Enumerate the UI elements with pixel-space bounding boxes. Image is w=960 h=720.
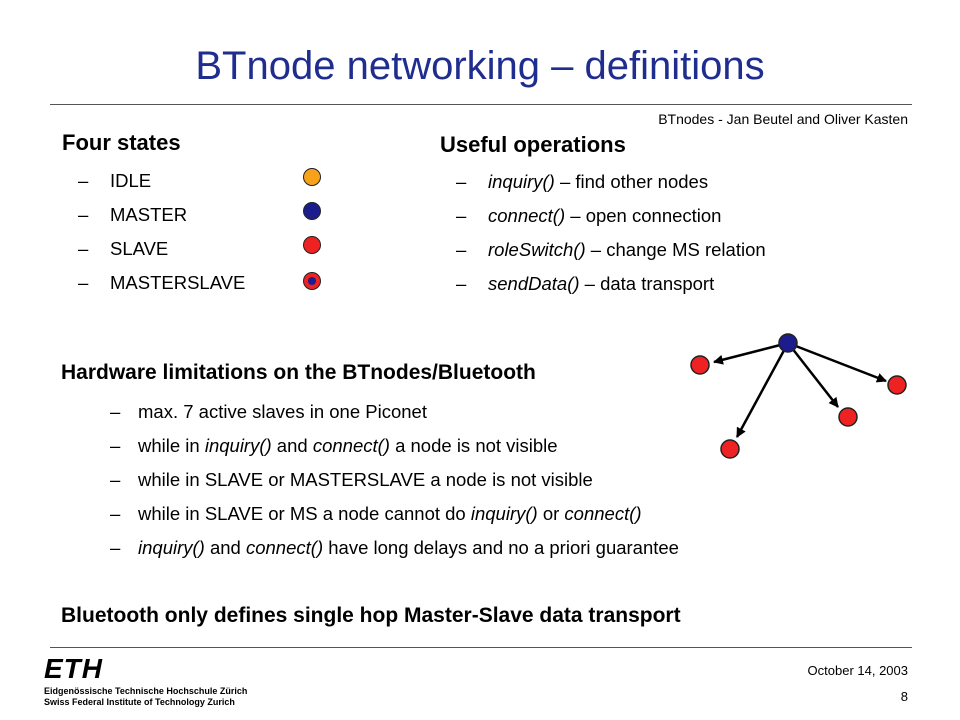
- state-item-master: –MASTER: [78, 204, 187, 226]
- hardware-text: have long delays and no a priori guarant…: [323, 537, 679, 558]
- subheader-authors: BTnodes - Jan Beutel and Oliver Kasten: [658, 111, 908, 127]
- hardware-text: and: [204, 537, 246, 558]
- hardware-op: inquiry(): [204, 435, 272, 456]
- hardware-item-max-slaves: –max. 7 active slaves in one Piconet: [110, 401, 427, 423]
- link-arrow-left: [713, 341, 789, 365]
- title-divider: [50, 104, 912, 105]
- hardware-op: connect(): [245, 537, 324, 558]
- bullet-dash: –: [456, 239, 467, 260]
- operation-name: sendData(): [488, 273, 580, 294]
- masterslave-state-dot-icon: [303, 272, 321, 290]
- eth-logo-line-german: Eidgenössische Technische Hochschule Zür…: [44, 686, 248, 696]
- hardware-op: inquiry(): [138, 537, 205, 558]
- bullet-dash: –: [456, 273, 467, 294]
- hardware-text: or: [537, 503, 565, 524]
- state-label: IDLE: [110, 170, 152, 191]
- operation-desc: – find other nodes: [554, 171, 709, 192]
- page-number: 8: [900, 689, 908, 704]
- bullet-dash: –: [78, 272, 89, 293]
- bullet-dash: –: [78, 238, 89, 259]
- operation-item-roleswitch: –roleSwitch() – change MS relation: [456, 239, 766, 261]
- hardware-op: connect(): [564, 503, 642, 524]
- slave-node-left: [690, 355, 710, 375]
- bullet-dash: –: [78, 204, 89, 225]
- operation-name: inquiry(): [488, 171, 555, 192]
- eth-logo-word: ETH: [44, 653, 103, 684]
- hardware-op: inquiry(): [470, 503, 538, 524]
- slave-node-bottom: [720, 439, 740, 459]
- state-label: MASTERSLAVE: [110, 272, 246, 293]
- bullet-dash: –: [110, 469, 121, 490]
- operation-desc: – open connection: [565, 205, 722, 226]
- master-state-dot-icon: [303, 202, 321, 220]
- operation-item-connect: –connect() – open connection: [456, 205, 721, 227]
- operation-item-senddata: –sendData() – data transport: [456, 273, 714, 295]
- operation-item-inquiry: –inquiry() – find other nodes: [456, 171, 708, 193]
- masterslave-inner-dot-icon: [308, 277, 316, 285]
- eth-logo-line-english: Swiss Federal Institute of Technology Zu…: [44, 697, 235, 707]
- hardware-text: while in: [138, 435, 205, 456]
- bullet-dash: –: [110, 537, 121, 558]
- bottom-statement: Bluetooth only defines single hop Master…: [61, 604, 681, 627]
- bullet-dash: –: [456, 205, 467, 226]
- link-arrow-bottom: [735, 342, 790, 438]
- piconet-diagram: [690, 333, 907, 459]
- operation-desc: – data transport: [579, 273, 715, 294]
- hardware-item-ms-inquiry: –while in SLAVE or MS a node cannot do i…: [110, 503, 642, 525]
- state-item-idle: –IDLE: [78, 170, 151, 192]
- bullet-dash: –: [78, 170, 89, 191]
- hardware-item-slave-visible: –while in SLAVE or MASTERSLAVE a node is…: [110, 469, 593, 491]
- bullet-dash: –: [110, 401, 121, 422]
- states-heading: Four states: [62, 130, 181, 155]
- hardware-text: max. 7 active slaves in one Piconet: [138, 401, 427, 422]
- slave-node-mid: [838, 407, 858, 427]
- hardware-heading: Hardware limitations on the BTnodes/Blue…: [61, 361, 536, 384]
- hardware-text: and: [271, 435, 313, 456]
- bullet-dash: –: [110, 503, 121, 524]
- page-title: BTnode networking – definitions: [195, 44, 765, 88]
- hardware-text: a node is not visible: [389, 435, 558, 456]
- operation-desc: – change MS relation: [585, 239, 766, 260]
- master-node: [778, 333, 798, 353]
- hardware-item-inquiry-visible: –while in inquiry() and connect() a node…: [110, 435, 558, 457]
- state-label: MASTER: [110, 204, 188, 225]
- slave-node-right: [887, 375, 907, 395]
- operations-heading: Useful operations: [440, 132, 626, 157]
- footer-divider: [50, 647, 912, 648]
- hardware-op: connect(): [312, 435, 390, 456]
- eth-logo: ETH Eidgenössische Technische Hochschule…: [44, 655, 247, 708]
- slave-state-dot-icon: [303, 236, 321, 254]
- link-arrow-mid: [787, 342, 839, 408]
- state-label: SLAVE: [110, 238, 169, 259]
- bullet-dash: –: [110, 435, 121, 456]
- operation-name: roleSwitch(): [488, 239, 586, 260]
- link-arrow-right: [787, 341, 887, 383]
- idle-state-dot-icon: [303, 168, 321, 186]
- hardware-text: while in SLAVE or MASTERSLAVE a node is …: [138, 469, 593, 490]
- state-item-slave: –SLAVE: [78, 238, 168, 260]
- bullet-dash: –: [456, 171, 467, 192]
- hardware-text: while in SLAVE or MS a node cannot do: [138, 503, 471, 524]
- footer-date: October 14, 2003: [807, 663, 908, 678]
- state-item-masterslave: –MASTERSLAVE: [78, 272, 245, 294]
- operation-name: connect(): [488, 205, 566, 226]
- hardware-item-delays: –inquiry() and connect() have long delay…: [110, 537, 679, 559]
